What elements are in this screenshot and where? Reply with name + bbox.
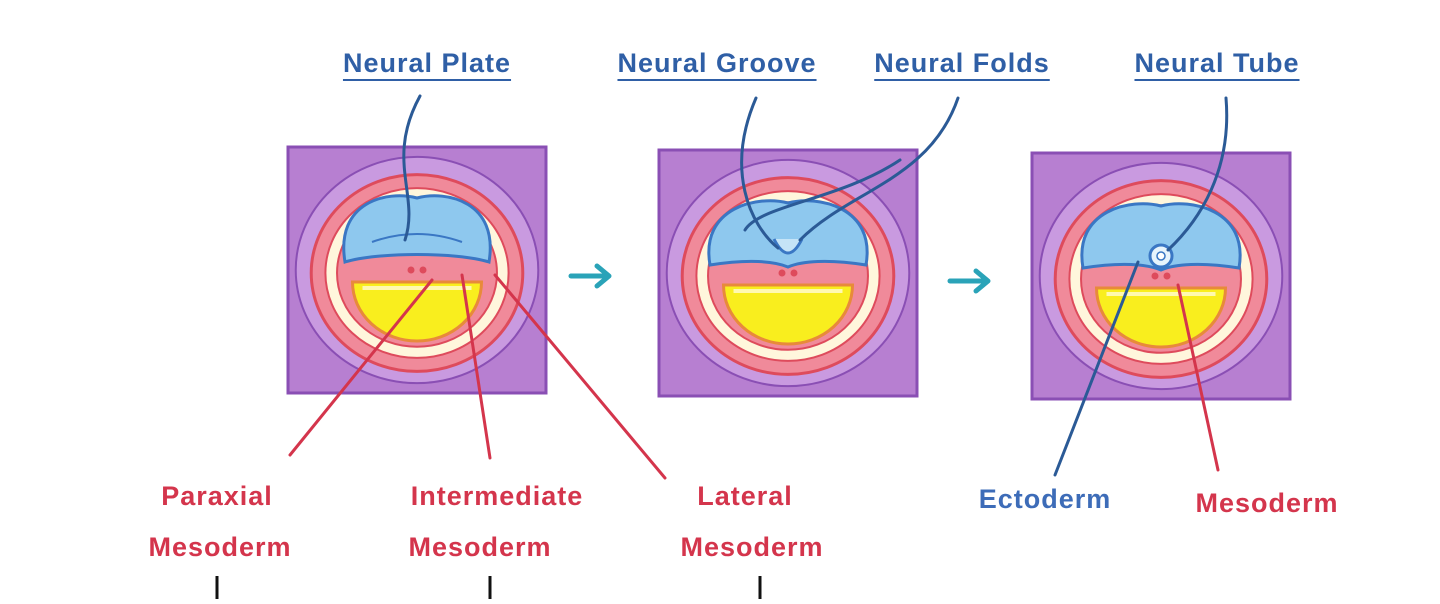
label-lateral-line1: Lateral	[697, 481, 793, 511]
neural-plate-line	[371, 233, 463, 243]
notochord-dot	[790, 269, 798, 277]
notochord-dot	[1163, 272, 1171, 280]
label-neural-groove: Neural Groove	[617, 48, 817, 78]
notochord-dot	[778, 269, 786, 277]
embryo-section-1	[286, 145, 548, 395]
label-paraxial-line2: Mesoderm	[148, 532, 292, 562]
leader-neural-folds-a	[798, 96, 960, 242]
yolk-sac	[1094, 286, 1228, 349]
label-intermediate-line1: Intermediate	[410, 481, 584, 511]
leader-neural-folds-b	[743, 158, 902, 232]
notochord-dot	[1151, 272, 1159, 280]
neural-groove-fold	[772, 238, 804, 255]
label-neural-plate: Neural Plate	[342, 48, 512, 78]
leader-mesoderm	[1176, 283, 1220, 472]
label-intermediate-line2: Mesoderm	[408, 532, 552, 562]
leader-paraxial-mesoderm	[288, 278, 434, 457]
leader-ectoderm	[1053, 260, 1140, 477]
notochord-dot	[407, 266, 415, 274]
label-neural-folds: Neural Folds	[874, 48, 1050, 78]
transition-arrowhead-2	[973, 268, 991, 294]
label-neural-tube: Neural Tube	[1134, 48, 1300, 78]
ectoderm-layer	[707, 199, 869, 269]
leader-intermediate-mesoderm	[460, 273, 492, 460]
neural-tube-lumen	[1156, 251, 1166, 261]
label-ectoderm: Ectoderm	[978, 484, 1112, 514]
embryo-section-3	[1030, 151, 1292, 401]
label-mesoderm: Mesoderm	[1195, 488, 1339, 518]
leader-neural-tube	[1166, 96, 1229, 252]
leader-neural-plate	[402, 94, 422, 242]
ectoderm-layer	[342, 194, 492, 264]
label-paraxial-line1: Paraxial	[161, 481, 273, 511]
label-lateral-line2: Mesoderm	[680, 532, 824, 562]
transition-arrowhead-1	[594, 263, 612, 289]
notochord-dot	[419, 266, 427, 274]
embryo-section-2	[657, 148, 919, 398]
leader-lateral-mesoderm	[493, 273, 667, 480]
yolk-sac	[350, 280, 484, 343]
yolk-sac	[721, 283, 855, 346]
leader-neural-groove	[740, 96, 780, 250]
ectoderm-layer	[1080, 202, 1242, 272]
